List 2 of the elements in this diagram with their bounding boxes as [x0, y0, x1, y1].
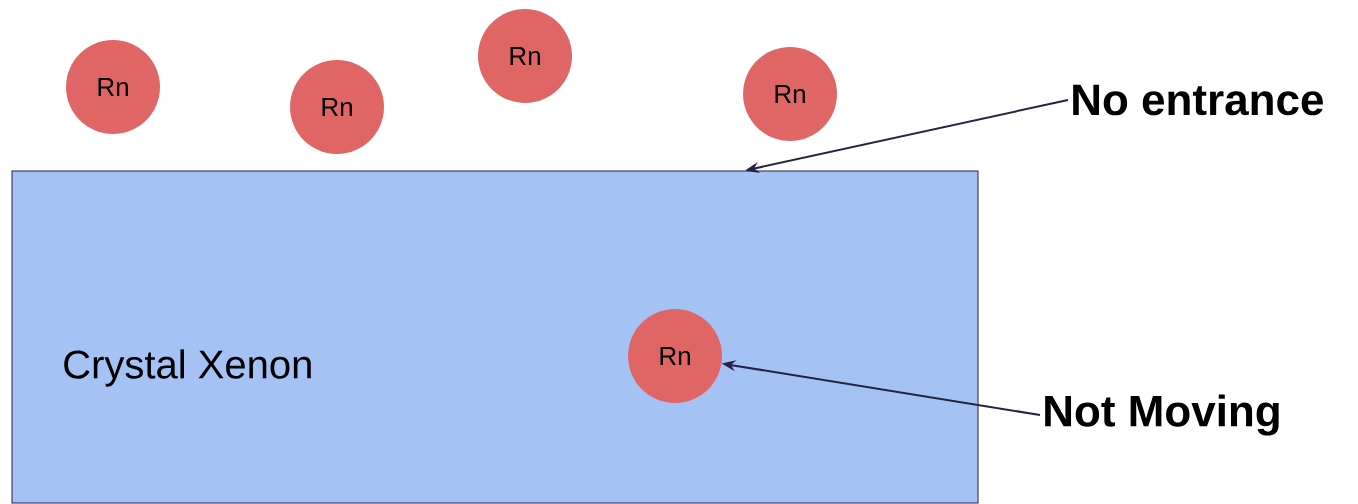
callout-text: Not Moving: [1045, 394, 1279, 436]
callout-text: No entrance: [1073, 84, 1323, 116]
